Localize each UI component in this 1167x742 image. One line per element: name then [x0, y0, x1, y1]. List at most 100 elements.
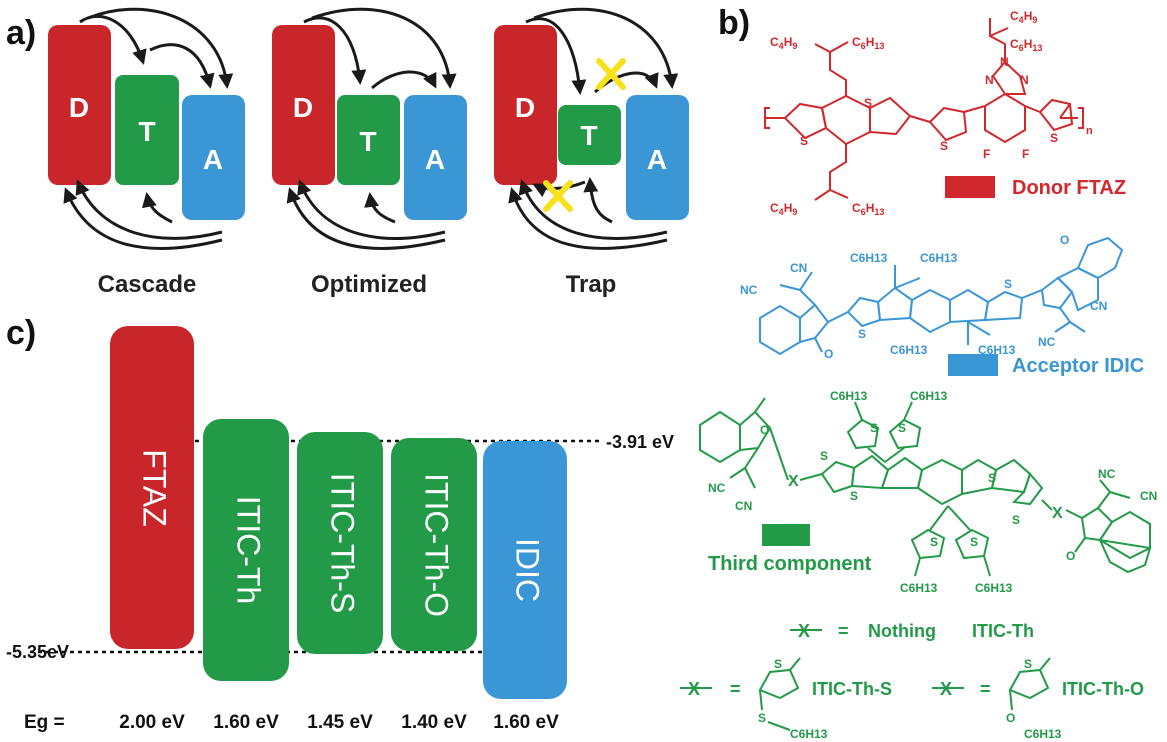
alkyl-chain: C6H13: [978, 343, 1016, 357]
alkyl-chain: C6H13: [920, 251, 958, 265]
alkyl-chain: C6H13: [1024, 727, 1062, 741]
acceptor-letter: A: [203, 144, 223, 175]
atom-s: S: [858, 327, 866, 341]
third-legend-label: Third component: [708, 553, 872, 575]
scheme-cascade: D T A Cascade: [48, 7, 245, 298]
atom-f: F: [983, 147, 990, 161]
itic-th-s-label: ITIC-Th-S: [325, 473, 361, 613]
x-definitions: X = Nothing ITIC-Th X = ITIC-Th-S X = IT…: [680, 621, 1144, 699]
itic-th-label: ITIC-Th: [231, 496, 267, 604]
itic-th-o-bar: [391, 438, 477, 651]
donor-chain-labels: C4H9 C6H13 C4H9 C6H13 C4H9 C6H13: [770, 9, 1042, 217]
third-component-structure: [699, 397, 1152, 577]
acceptor-box: [404, 95, 467, 220]
svg-text:C4H9: C4H9: [1010, 9, 1037, 25]
atom-cn: CN: [1090, 299, 1107, 313]
blocked-transfer-cross-bottom: [543, 180, 573, 212]
scheme-label-cascade: Cascade: [98, 271, 197, 298]
atom-o: O: [1060, 233, 1069, 247]
polymer-subscript-n: n: [1086, 125, 1093, 137]
def-eq: =: [838, 621, 849, 641]
atom-s-hex: S: [758, 711, 766, 725]
idic-label: IDIC: [510, 538, 546, 602]
eg-idic: 1.60 eV: [493, 712, 559, 733]
substituent-labels: S S C6H13 S O C6H13: [758, 657, 1062, 741]
donor-letter: D: [515, 92, 535, 123]
acceptor-atom-labels: NC CN O S S C6H13 C6H13 C6H13 C6H13 O NC…: [740, 233, 1107, 361]
itic-th-bar: [203, 419, 289, 681]
acceptor-letter: A: [647, 144, 667, 175]
scheme-label-trap: Trap: [566, 271, 617, 298]
linker-x: X: [788, 473, 799, 490]
atom-s: S: [1050, 131, 1058, 145]
scheme-optimized: D T A Optimized: [272, 7, 467, 298]
svg-text:C6H13: C6H13: [852, 35, 884, 51]
atom-n: N: [1020, 73, 1029, 87]
alkyl-chain: C6H13: [790, 727, 828, 741]
atom-s: S: [1012, 513, 1020, 527]
eg-itic-th: 1.60 eV: [213, 712, 279, 733]
linker-x: X: [1052, 505, 1063, 522]
third-letter: T: [580, 120, 597, 151]
homo-label: -5.35eV: [6, 642, 69, 662]
acceptor-letter: A: [425, 144, 445, 175]
ftaz-label: FTAZ: [137, 449, 173, 527]
def-eq: =: [730, 679, 741, 699]
atom-n: N: [985, 73, 994, 87]
donor-legend-swatch: [945, 176, 995, 198]
atom-s: S: [864, 96, 872, 110]
atom-s: S: [970, 535, 978, 549]
scheme-label-optimized: Optimized: [311, 271, 427, 298]
atom-cn: CN: [735, 499, 752, 513]
acceptor-box: [626, 95, 689, 220]
third-box: [558, 105, 621, 165]
scheme-trap: D T A Trap: [494, 7, 689, 298]
panel-label-b: b): [718, 4, 750, 42]
eg-itic-th-s: 1.45 eV: [307, 712, 373, 733]
svg-text:C6H13: C6H13: [852, 201, 884, 217]
atom-nc: NC: [740, 283, 758, 297]
donor-box: [48, 25, 111, 185]
def-x-symbol: X: [798, 621, 810, 641]
atom-nc: NC: [708, 481, 726, 495]
svg-text:C4H9: C4H9: [770, 201, 797, 217]
atom-s: S: [940, 139, 948, 153]
acceptor-legend-label: Acceptor IDIC: [1012, 355, 1144, 377]
atom-s: S: [930, 535, 938, 549]
eg-itic-th-o: 1.40 eV: [401, 712, 467, 733]
atom-s: S: [870, 421, 878, 435]
atom-s: S: [898, 421, 906, 435]
alkyl-chain: C6H13: [910, 389, 948, 403]
def-name-itic-th-s: ITIC-Th-S: [812, 679, 892, 699]
acceptor-box: [182, 95, 245, 220]
atom-f: F: [1022, 147, 1029, 161]
def-name-itic-th-o: ITIC-Th-O: [1062, 679, 1144, 699]
panel-label-a: a): [6, 14, 36, 52]
atom-o: O: [1066, 549, 1075, 563]
atom-cn: CN: [1140, 489, 1157, 503]
substituent-structures: [758, 657, 1051, 731]
blocked-transfer-cross-top: [596, 58, 626, 90]
donor-letter: D: [69, 92, 89, 123]
acceptor-legend-swatch: [948, 354, 998, 376]
third-atom-labels: O NC CN X X S S S S S S S S C6H13 C6H13 …: [708, 389, 1157, 595]
third-box: [115, 75, 179, 185]
atom-s: S: [1024, 657, 1032, 671]
atom-nc: NC: [1098, 467, 1116, 481]
alkyl-chain: C6H13: [830, 389, 868, 403]
atom-s: S: [850, 489, 858, 503]
donor-atom-labels: S S S S N N N F F n: [800, 55, 1093, 161]
def-x-symbol: X: [688, 679, 700, 699]
atom-o: O: [760, 423, 769, 437]
atom-nc: NC: [1038, 335, 1056, 349]
charge-transfer-arrows: [286, 7, 457, 250]
donor-ftaz-structure: [764, 18, 1084, 201]
lumo-label: -3.91 eV: [606, 432, 674, 452]
itic-th-s-bar: [297, 432, 383, 654]
energy-level-diagram: -3.91 eV -5.35eV FTAZ ITIC-Th ITIC-Th-S …: [6, 326, 674, 733]
atom-s: S: [820, 449, 828, 463]
eg-ftaz: 2.00 eV: [119, 712, 185, 733]
alkyl-chain: C6H13: [900, 581, 938, 595]
third-legend-swatch: [762, 524, 810, 546]
